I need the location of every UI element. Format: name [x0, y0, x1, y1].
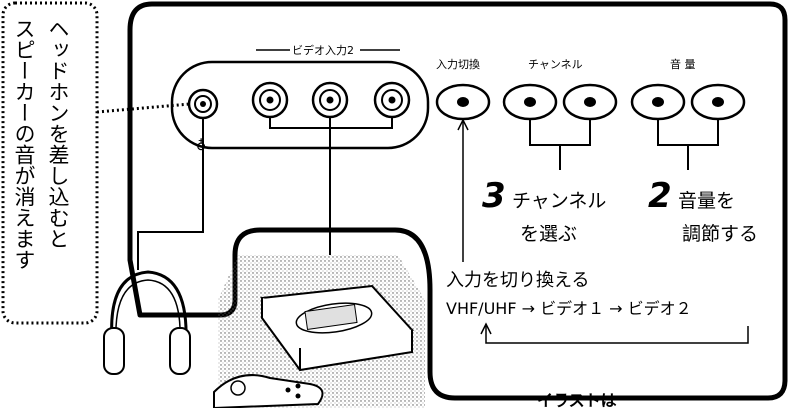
channel-up-button[interactable]: [562, 83, 618, 121]
volume-label: 音 量: [670, 57, 696, 71]
video-input-2-label: ビデオ入力2: [292, 43, 354, 57]
channel-down-button[interactable]: [502, 83, 558, 121]
volume-step-line2: 調節する: [682, 223, 758, 245]
headphone-note-box: [1, 1, 99, 325]
channel-step-line1: チャンネル: [512, 190, 606, 212]
volume-step-line1: 音量を: [678, 190, 735, 212]
video-jack-3[interactable]: [373, 81, 411, 119]
input-switch-label: 入力切換: [436, 58, 480, 71]
channel-bracket: [529, 120, 591, 170]
input-switch-title: 入力を切り換える: [446, 270, 589, 291]
channel-label: チャンネル: [528, 58, 583, 71]
input-switch-sequence: VHF/UHF → ビデオ１ → ビデオ２: [446, 299, 692, 318]
note-column-2: スピーカーの音が消えます: [12, 18, 36, 270]
footer-caption: イラストは: [537, 391, 617, 408]
step-2-number: 2: [648, 176, 672, 216]
headphone-cable: [137, 118, 204, 270]
note-pointer-dotted: [96, 102, 191, 114]
game-console-illustration: [213, 255, 425, 408]
step-3-number: 3: [482, 176, 506, 216]
volume-bracket: [657, 120, 719, 170]
channel-step-line2: を選ぶ: [520, 223, 577, 245]
headphone-jack[interactable]: [187, 88, 219, 120]
headphone-symbol-icon: ♁: [196, 138, 206, 154]
av-cable: [269, 117, 393, 255]
volume-up-button[interactable]: [690, 83, 746, 121]
cycle-return-arrow: [485, 326, 749, 344]
input-switch-button[interactable]: [435, 83, 491, 121]
video-jack-2[interactable]: [311, 81, 349, 119]
note-column-1: ヘッドホンを差し込むと: [46, 18, 70, 249]
headphones-icon: [103, 270, 191, 375]
video-jack-1[interactable]: [251, 81, 289, 119]
volume-down-button[interactable]: [630, 83, 686, 121]
